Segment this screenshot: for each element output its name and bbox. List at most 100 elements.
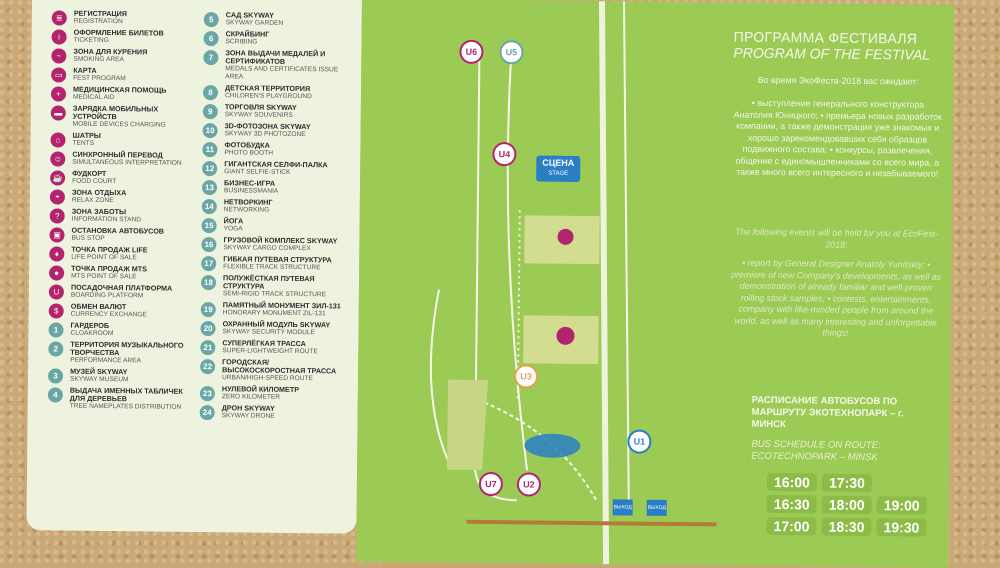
life-icon: ♦ — [49, 246, 65, 262]
bus-time: 18:00 — [821, 495, 872, 515]
program-panel: ПРОГРАММА ФЕСТИВАЛЯ PROGRAM OF THE FESTI… — [716, 2, 954, 568]
legend-item: +Медицинская помощьMedical aid — [50, 85, 191, 103]
legend-label-ru: Зарядка мобильных устройств — [72, 103, 159, 122]
number-badge-icon: 7 — [203, 50, 219, 66]
legend-label-ru: Выдача именных табличек для деревьев — [69, 385, 183, 404]
legend-item: 16Грузовой комплекс SkyWaySkyWay cargo c… — [201, 235, 351, 254]
legend-label-en: SkyWay drone — [221, 412, 275, 420]
legend-label-en: Flexible track structure — [223, 263, 321, 272]
legend-text: Зона заботыInformation stand — [72, 207, 190, 225]
festival-board: ≣РегистрацияRegistrationiОформление биле… — [16, 0, 954, 568]
platform-marker[interactable]: U2 — [516, 472, 542, 497]
legend-label-en: Honorary monument ZIL-131 — [222, 309, 326, 318]
legend-label-en: Medals and certificates issue area — [225, 65, 339, 81]
legend-text: Зона отдыхаRelax zone — [71, 188, 190, 206]
bus-time: 18:30 — [821, 517, 872, 537]
legend-item: ?Зона заботыInformation stand — [49, 207, 190, 225]
number-badge-icon: 17 — [201, 256, 217, 272]
legend-item: 15ЙогаYoga — [201, 216, 352, 235]
food-court-icon[interactable] — [556, 326, 575, 345]
legend-item: 12Гигантская селфи-палкаGiant selfie-sti… — [202, 159, 352, 178]
platform-marker[interactable]: U6 — [459, 39, 484, 64]
legend-item: ☺Синхронный переводSimultaneous interpre… — [50, 150, 190, 167]
platform-marker[interactable]: U3 — [513, 364, 539, 389]
bus-title-ru: РАСПИСАНИЕ АВТОБУСОВ ПО МАРШРУТУ ЭКОТЕХН… — [751, 394, 904, 431]
legend-text: ФудкортFood court — [72, 169, 190, 187]
mts-icon: ● — [49, 265, 65, 281]
stage-label: СЦЕНА — [542, 157, 575, 168]
legend-text: РегистрацияRegistration — [74, 9, 192, 27]
legend-text: Посадочная платформаBoarding platform — [71, 283, 189, 301]
ticket-icon: i — [51, 29, 67, 45]
platform-marker[interactable]: U5 — [499, 40, 524, 65]
legend-item: 14НетворкингNetworking — [201, 197, 352, 216]
legend-text: Гигантская селфи-палкаGiant selfie-stick — [224, 159, 352, 177]
legend-item: ≣РегистрацияRegistration — [51, 9, 192, 27]
exit-label-left: ВЫХОД — [612, 499, 633, 516]
legend-text: Медицинская помощьMedical aid — [72, 85, 191, 103]
bus-time: 19:30 — [876, 518, 927, 537]
number-badge-icon: 10 — [202, 123, 218, 139]
bus-time: 17:30 — [821, 473, 873, 493]
number-badge-icon: 14 — [201, 199, 217, 215]
bus-time: 16:30 — [766, 494, 817, 514]
map-icon: ▭ — [51, 67, 67, 83]
legend-item: 13 Бизнес-играBusinessmania — [201, 178, 352, 197]
legend-label-en: Fest program — [73, 74, 126, 83]
legend-item: 5Сад SkyWaySkyWay garden — [203, 10, 354, 29]
legend-label-en: Currency exchange — [70, 310, 147, 319]
stage-marker[interactable]: СЦЕНА STAGE — [536, 155, 581, 182]
smoking-zone-icon[interactable] — [557, 228, 574, 245]
legend-text: Синхронный переводSimultaneous interpret… — [72, 150, 190, 168]
legend-item: ♦Точка продаж LifeLife point of sale — [49, 245, 189, 262]
legend-label-en: Cloakroom — [70, 329, 114, 338]
legend-text: КартаFest program — [73, 66, 191, 84]
legend-text: Бизнес-играBusinessmania — [224, 178, 352, 196]
legend-label-en: Urban/high-speed route — [221, 374, 313, 383]
legend-label-en: Relax zone — [71, 196, 114, 205]
smoking-icon: ~ — [51, 48, 67, 64]
platform-marker[interactable]: U4 — [492, 142, 517, 167]
legend-item: ⌂ШатрыTents — [50, 131, 190, 148]
legend-text: Детская территорияChildren's playground — [225, 83, 353, 101]
number-badge-icon: 13 — [201, 180, 218, 196]
legend-label-en: SkyWay garden — [225, 19, 284, 27]
platform-marker[interactable]: U7 — [478, 471, 504, 497]
legend-item: 11ФотобудкаPhoto booth — [202, 140, 352, 159]
number-badge-icon: 11 — [202, 142, 218, 158]
legend-label-en: Zero kilometer — [221, 393, 281, 401]
bus-time: 16:00 — [766, 472, 818, 492]
legend-item: ▭ КартаFest program — [51, 66, 191, 83]
number-badge-icon: 20 — [200, 321, 216, 337]
legend-text: Зарядка мобильных устройствMobile device… — [72, 103, 191, 130]
legend-label-en: SkyWay souvenirs — [224, 111, 293, 119]
legend-text: Гибкая путевая структураFlexible track s… — [223, 254, 351, 272]
legend-label-en: Medical aid — [72, 93, 115, 102]
legend-text: Обмен валютCurrency exchange — [70, 302, 189, 320]
legend-text: Полужёсткая путевая структураSemi-rigid … — [223, 273, 351, 299]
number-badge-icon: 4 — [47, 387, 63, 403]
legend-label-en: SkyWay museum — [69, 375, 129, 384]
legend-item: 23Нулевой километрZero kilometer — [199, 384, 350, 403]
legend-text: Остановка автобусовBus stop — [71, 226, 189, 244]
platform-marker[interactable]: U1 — [627, 429, 652, 454]
legend-item: 3Музей SkyWaySkyWay museum — [47, 367, 188, 384]
program-title-en: PROGRAM OF THE FESTIVAL — [733, 44, 931, 63]
number-badge-icon: 3 — [47, 368, 64, 384]
number-badge-icon: 9 — [202, 104, 218, 120]
legend-label-en: Mobile devices charging — [72, 120, 166, 129]
legend-text: Городская/высокоскоростная трассаUrban/h… — [221, 357, 350, 383]
legend-item: $Обмен валютCurrency exchange — [48, 302, 189, 320]
legend-item: 24 Дрон SkyWaySkyWay drone — [199, 403, 350, 422]
legend-label-en: Life point of sale — [71, 253, 137, 262]
legend-text: ЙогаYoga — [224, 216, 352, 234]
legend-text: Дрон SkyWaySkyWay drone — [221, 403, 350, 421]
legend-label-en: Simultaneous interpretation — [72, 158, 182, 167]
number-badge-icon: 24 — [199, 405, 215, 421]
number-badge-icon: 18 — [200, 275, 217, 291]
